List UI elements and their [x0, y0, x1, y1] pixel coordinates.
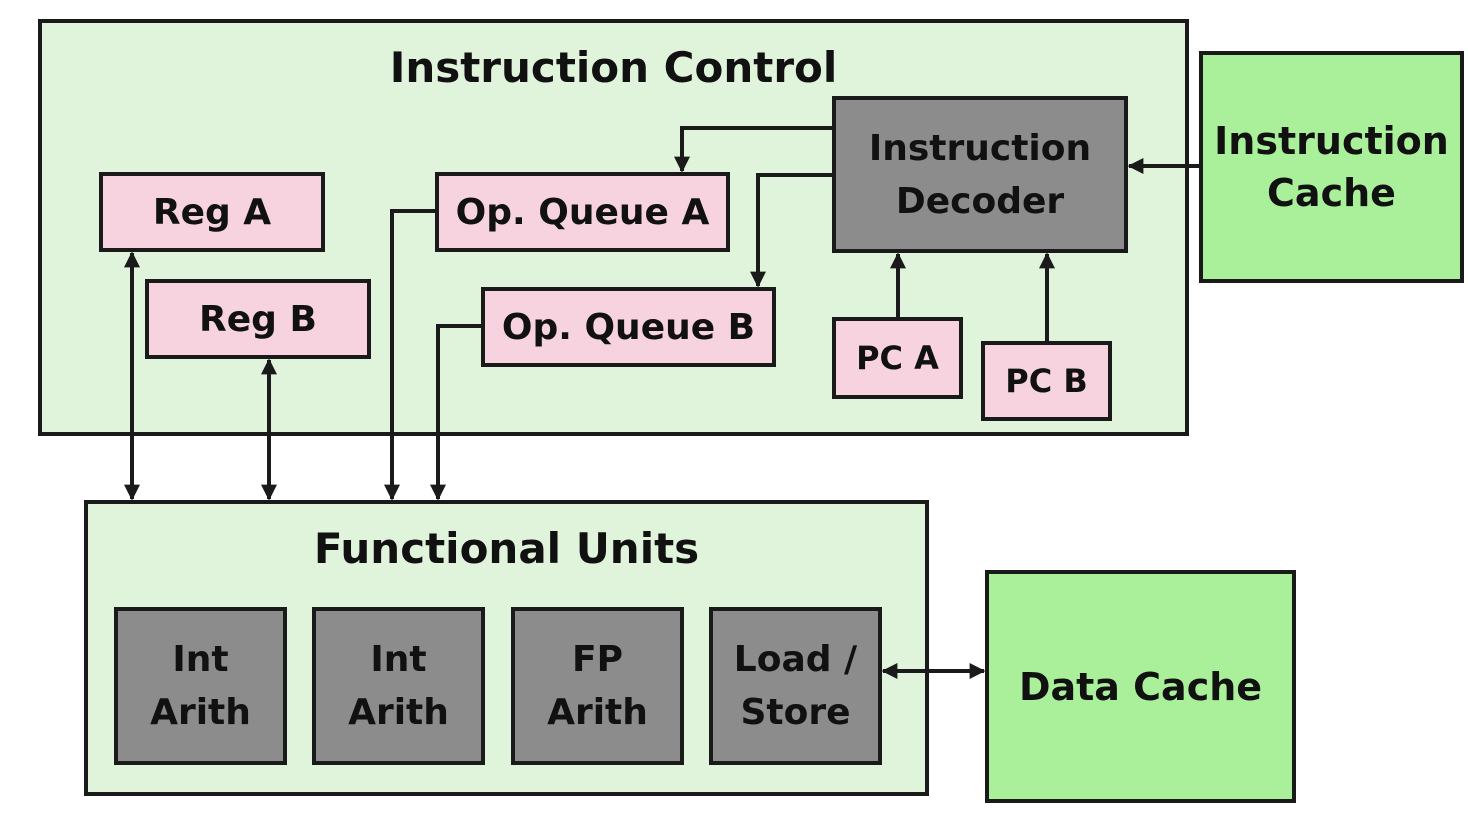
instruction-decoder-block: Instruction Decoder	[832, 96, 1128, 253]
functional-units-title: Functional Units	[313, 524, 700, 573]
reg-b-label: Reg B	[199, 298, 317, 340]
functional-unit-label: FP Arith	[547, 639, 648, 733]
op-queue-b-label: Op. Queue B	[501, 306, 756, 348]
pc-a-block: PC A	[832, 317, 963, 399]
decoder-to-op-queue-a-arrow	[674, 126, 832, 173]
op-queue-b-block: Op. Queue B	[481, 287, 776, 367]
data-cache-block: Data Cache	[985, 570, 1296, 803]
reg-a-label: Reg A	[152, 191, 272, 233]
functional-unit-int-arith-1: Int Arith	[114, 607, 287, 765]
pc-b-label: PC B	[1005, 362, 1088, 400]
functional-unit-int-arith-2: Int Arith	[312, 607, 485, 765]
pc-b-block: PC B	[981, 341, 1112, 421]
instruction-decoder-label: Instruction Decoder	[868, 127, 1092, 222]
functional-unit-fp-arith: FP Arith	[511, 607, 684, 765]
op-queue-a-label: Op. Queue A	[455, 191, 710, 233]
instruction-cache-block: Instruction Cache	[1199, 51, 1464, 283]
functional-unit-label: Int Arith	[150, 639, 251, 733]
op-queue-a-to-units-arrow	[384, 209, 435, 501]
instruction-cache-label: Instruction Cache	[1214, 119, 1449, 215]
op-queue-b-to-units-arrow	[430, 324, 481, 501]
functional-unit-load-store: Load / Store	[709, 607, 882, 765]
functional-unit-label: Load / Store	[733, 639, 858, 733]
op-queue-a-block: Op. Queue A	[435, 172, 730, 252]
reg-a-block: Reg A	[99, 172, 325, 252]
decoder-to-op-queue-b-arrow	[750, 173, 832, 288]
functional-unit-label: Int Arith	[348, 639, 449, 733]
data-cache-label: Data Cache	[1018, 664, 1263, 709]
pc-a-label: PC A	[856, 339, 939, 377]
instruction-control-title: Instruction Control	[389, 43, 838, 92]
reg-b-block: Reg B	[145, 279, 371, 359]
